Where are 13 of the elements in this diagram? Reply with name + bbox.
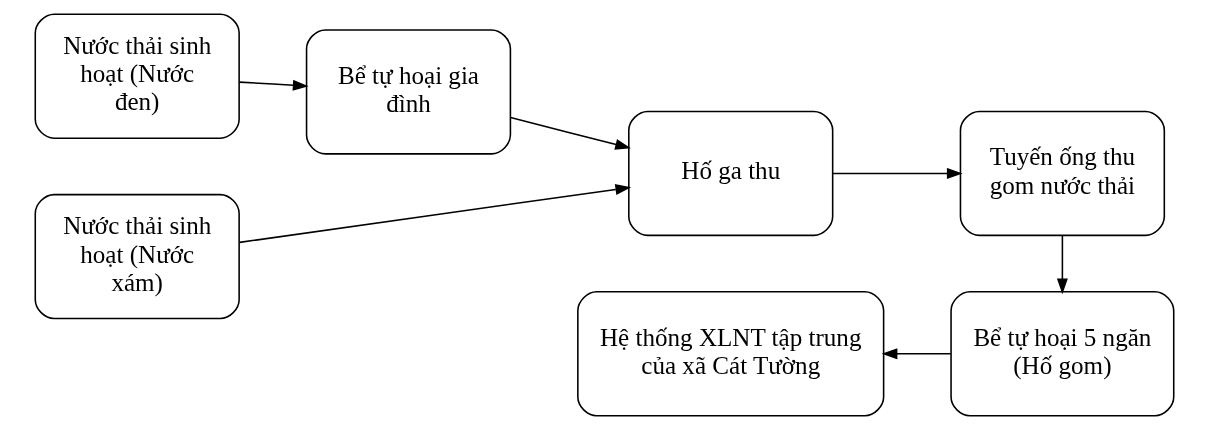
arrow bbox=[238, 184, 631, 244]
node-box: Hệ thống XLNT tập trung của xã Cát Tường bbox=[576, 291, 884, 417]
arrow bbox=[831, 167, 963, 179]
node-box: Bể tự hoại gia đình bbox=[305, 29, 511, 155]
arrow bbox=[509, 116, 631, 150]
node-box: Tuyến ống thu gom nước thải bbox=[959, 110, 1165, 237]
arrow bbox=[881, 348, 952, 360]
node-box: Bể tự hoại 5 ngăn (Hố gom) bbox=[949, 291, 1174, 417]
node-box: Nước thải sinh hoạt (Nước đen) bbox=[34, 13, 240, 139]
arrow bbox=[1056, 234, 1068, 295]
node-box: Nước thải sinh hoạt (Nước xám) bbox=[34, 193, 240, 320]
node-box: Hố ga thu bbox=[627, 110, 833, 237]
arrow bbox=[238, 79, 309, 91]
